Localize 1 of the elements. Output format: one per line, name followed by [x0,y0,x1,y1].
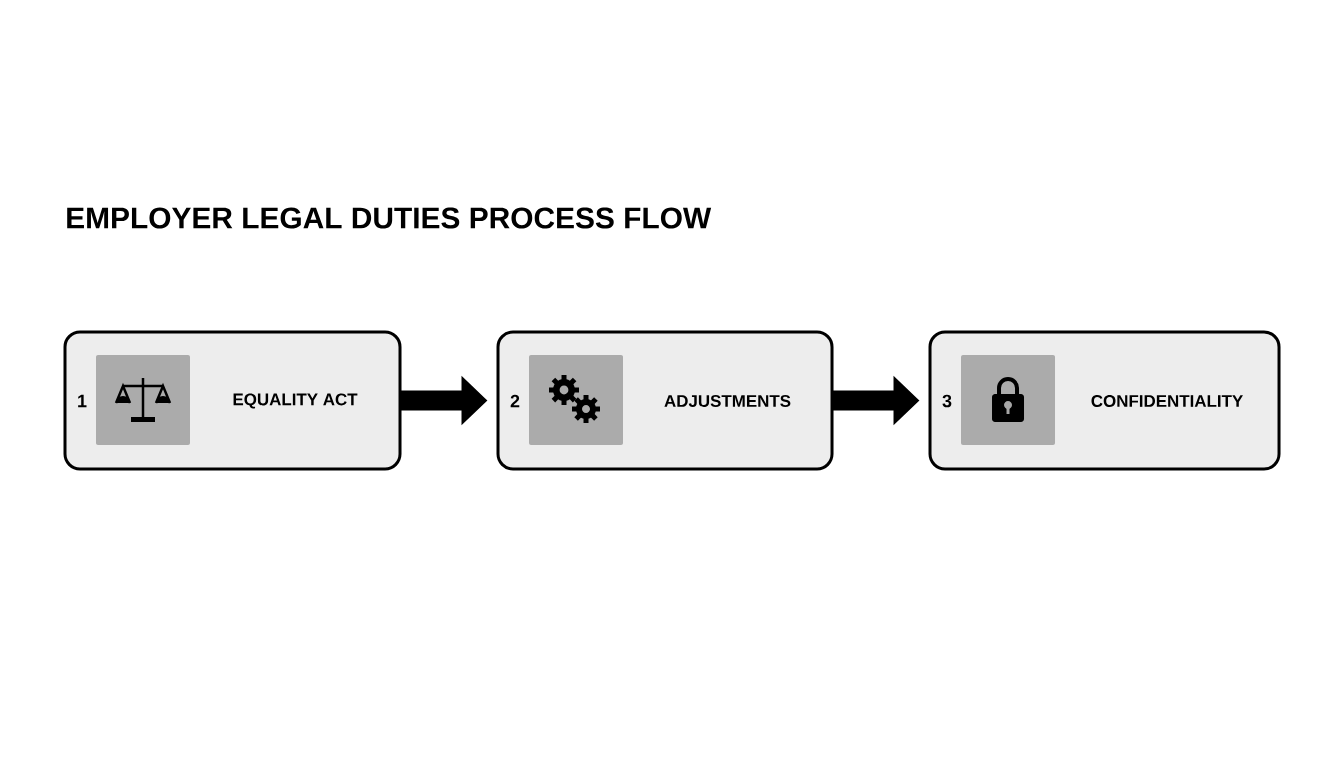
title: EMPLOYER LEGAL DUTIES PROCESS FLOW [67,207,712,229]
